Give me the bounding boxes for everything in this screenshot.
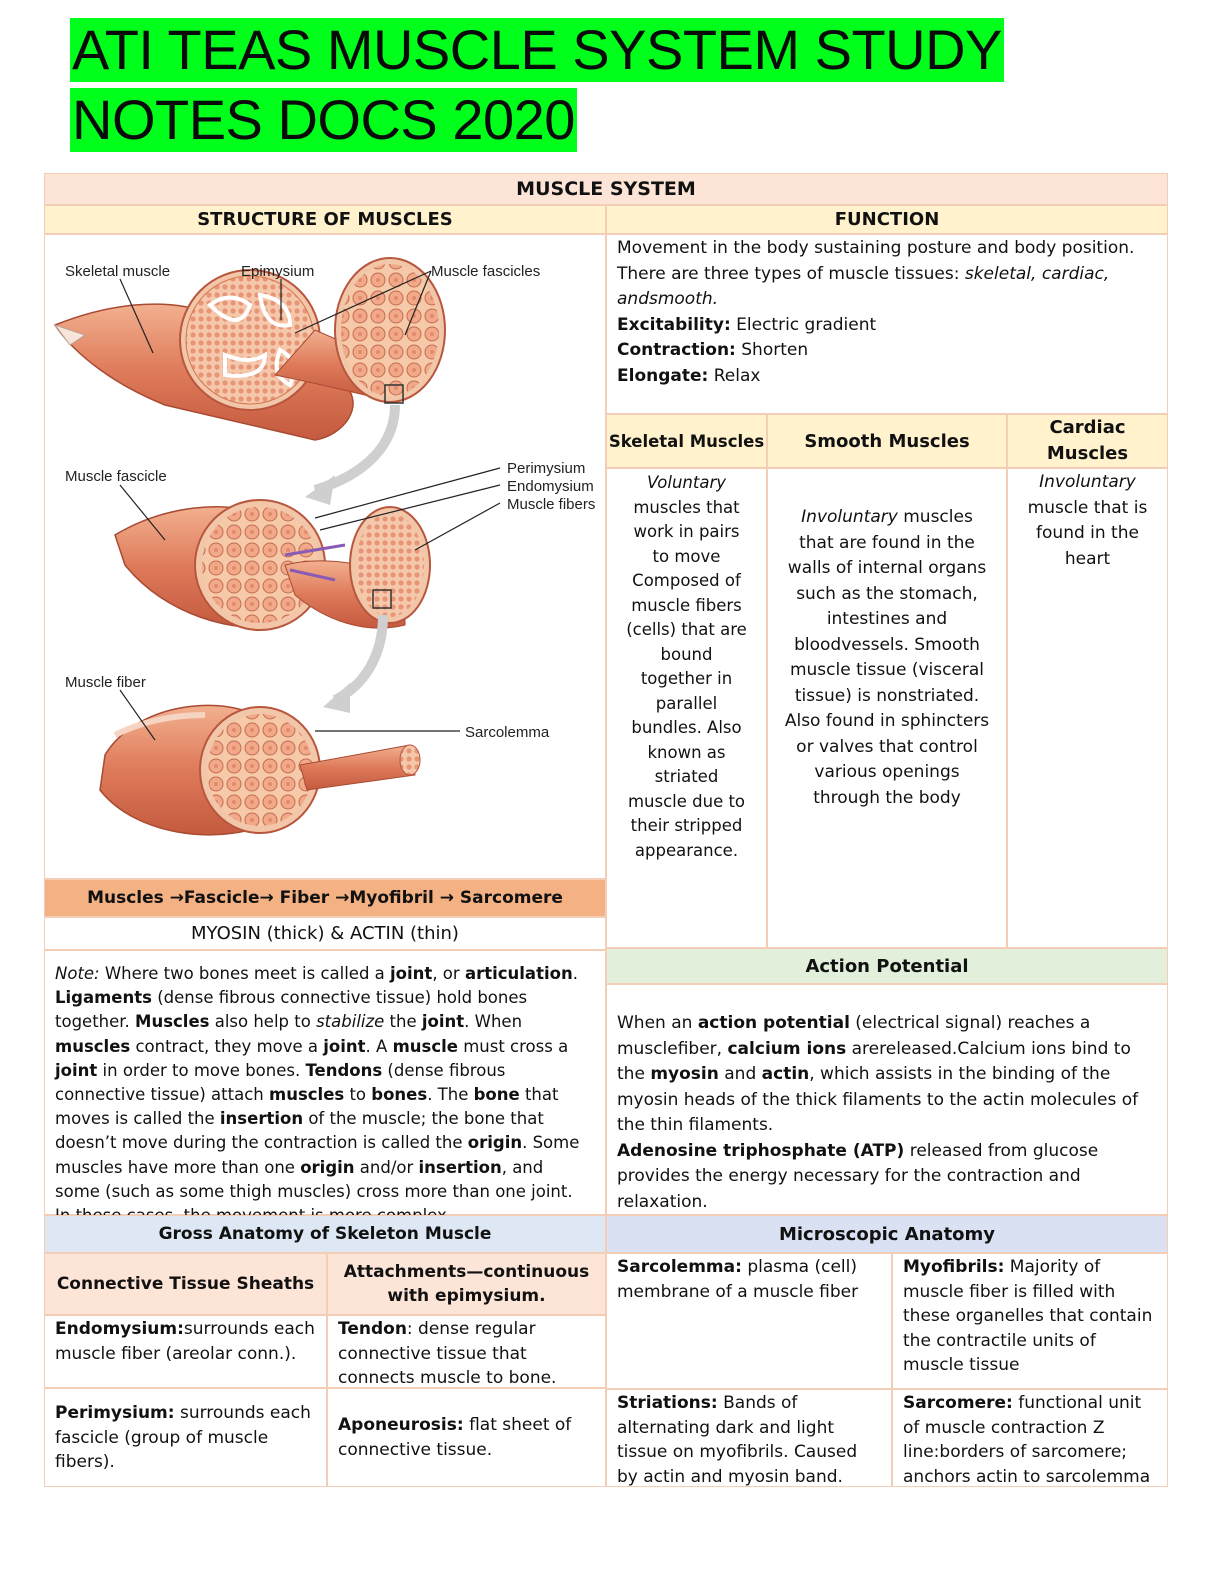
muscle-system-header: MUSCLE SYSTEM <box>44 173 1168 205</box>
attachments-header: Attachments—continuous with epimysium. <box>327 1253 606 1315</box>
document-title-line1: ATI TEAS MUSCLE SYSTEM STUDY <box>70 18 1004 82</box>
skeletal-muscle-illustration <box>53 257 446 441</box>
label-perimysium: Perimysium <box>507 460 585 477</box>
function-header-text: FUNCTION <box>834 209 940 230</box>
label-endomysium: Endomysium <box>507 478 594 495</box>
note-segment: bones <box>371 1085 428 1105</box>
myosin-actin: MYOSIN (thick) & ACTIN (thin) <box>44 917 606 950</box>
note-segment: contract, they move a <box>130 1036 324 1056</box>
aponeurosis-cell: Aponeurosis: flat sheet of connective ti… <box>327 1388 606 1487</box>
note-segment: origin <box>467 1133 523 1153</box>
function-excitability: Excitability: Electric gradient <box>617 314 877 335</box>
muscle-structure-diagram-cell: Skeletal muscle Epimysium Muscle fascicl… <box>44 234 606 879</box>
note-segment: Note: <box>55 964 100 983</box>
microscopic-anatomy-header: Microscopic Anatomy <box>606 1215 1168 1253</box>
note-segment: muscles <box>55 1036 131 1056</box>
note-segment: , or <box>432 964 465 983</box>
action-potential-description: When an action potential (electrical sig… <box>606 984 1168 1215</box>
note-segment: in order to move bones. <box>97 1060 306 1080</box>
muscle-system-header-text: MUSCLE SYSTEM <box>516 178 696 200</box>
atp-paragraph: Adenosine triphosphate (ATP) released fr… <box>617 1140 1099 1212</box>
label-muscle-fibers: Muscle fibers <box>507 496 595 513</box>
label-sarcolemma: Sarcolemma <box>465 724 550 741</box>
note-segment: of the muscle; the bone that doesn’t mov… <box>55 1109 544 1153</box>
note-segment: (dense fibrous connective tissue) hold b… <box>55 988 528 1032</box>
note-segment: the <box>384 1012 422 1032</box>
label-muscle-fascicles: Muscle fascicles <box>431 263 540 280</box>
note-segment: joint <box>55 1060 98 1080</box>
note-segment: insertion <box>219 1109 304 1129</box>
note-segment: muscles <box>269 1085 345 1105</box>
note-segment: . <box>572 964 578 983</box>
function-line2: There are three types of muscle tissues:… <box>617 263 1110 310</box>
note-segment: joint <box>323 1036 366 1056</box>
sarcolemma-cell: Sarcolemma: plasma (cell) membrane of a … <box>606 1253 892 1389</box>
note-segment: articulation <box>464 964 573 983</box>
note-segment: insertion <box>418 1157 502 1177</box>
muscle-fiber-illustration <box>99 704 421 836</box>
note-segment: that moves is called the <box>55 1085 559 1129</box>
note-segment: joint <box>390 964 433 983</box>
endomysium-cell: Endomysium:surrounds each muscle fiber (… <box>44 1315 327 1388</box>
structure-header: STRUCTURE OF MUSCLES <box>44 205 606 234</box>
note-segment: Ligaments <box>55 988 152 1008</box>
note-segment: . When <box>464 1012 523 1032</box>
function-description: Movement in the body sustaining posture … <box>606 234 1168 414</box>
note-segment: also help to <box>209 1012 317 1032</box>
note-segment: joint <box>421 1012 465 1032</box>
note-segment: and/or <box>354 1157 419 1177</box>
smooth-muscles-header: Smooth Muscles <box>767 414 1007 468</box>
note-segment: (dense fibrous connective tissue) attach <box>55 1060 506 1105</box>
function-elongate: Elongate: Relax <box>617 365 761 386</box>
function-line1: Movement in the body sustaining posture … <box>617 238 1135 258</box>
note-segment: . Some muscles have more than one <box>55 1133 580 1177</box>
function-contraction: Contraction: Shorten <box>617 340 809 360</box>
note-segment: Tendons <box>305 1060 383 1080</box>
perimysium-cell: Perimysium: surrounds each fascicle (gro… <box>44 1388 327 1487</box>
label-muscle-fascicle: Muscle fascicle <box>65 468 167 485</box>
striations-cell: Striations: Bands of alternating dark an… <box>606 1389 892 1487</box>
note-segment: to <box>344 1085 372 1105</box>
note-segment: stabilize <box>316 1012 385 1032</box>
label-epimysium: Epimysium <box>241 263 314 280</box>
myofibrils-cell: Myofibrils: Majority of muscle fiber is … <box>892 1253 1168 1389</box>
function-header: FUNCTION <box>606 205 1168 234</box>
note-segment: Muscles <box>135 1012 210 1032</box>
diagram-leader-lines <box>119 270 501 741</box>
skeletal-muscles-description: Voluntary muscles that work in pairs to … <box>606 468 767 948</box>
gross-anatomy-header: Gross Anatomy of Skeleton Muscle <box>44 1215 606 1253</box>
joint-note: Note: Where two bones meet is called a j… <box>44 950 606 1225</box>
note-segment: . The <box>427 1085 474 1105</box>
tendon-cell: Tendon: dense regular connective tissue … <box>327 1315 606 1388</box>
cardiac-muscles-header: Cardiac Muscles <box>1007 414 1168 468</box>
note-segment: muscle <box>392 1036 458 1056</box>
label-skeletal-muscle: Skeletal muscle <box>65 263 170 280</box>
document-title-line2: NOTES DOCS 2020 <box>70 88 577 152</box>
muscle-structure-diagram: Skeletal muscle Epimysium Muscle fascicl… <box>53 257 595 836</box>
note-segment: origin <box>300 1157 355 1177</box>
note-segment: must cross a <box>457 1036 569 1056</box>
note-segment: bone <box>473 1085 520 1105</box>
note-segment: Where two bones meet is called a <box>99 964 391 983</box>
smooth-muscles-description: Involuntary muscles that are found in th… <box>767 468 1007 948</box>
action-potential-header: Action Potential <box>606 948 1168 984</box>
label-muscle-fiber: Muscle fiber <box>65 674 146 691</box>
muscle-hierarchy: Muscles →Fascicle→ Fiber →Myofibril → Sa… <box>44 879 606 917</box>
action-potential-paragraph: When an action potential (electrical sig… <box>617 1013 1139 1135</box>
note-segment: . A <box>365 1036 393 1056</box>
sarcomere-cell: Sarcomere: functional unit of muscle con… <box>892 1389 1168 1487</box>
connective-tissue-sheaths-header: Connective Tissue Sheaths <box>44 1253 327 1315</box>
structure-header-text: STRUCTURE OF MUSCLES <box>197 209 453 230</box>
skeletal-muscles-header: Skeletal Muscles <box>606 414 767 468</box>
muscle-fascicle-illustration <box>114 499 431 631</box>
